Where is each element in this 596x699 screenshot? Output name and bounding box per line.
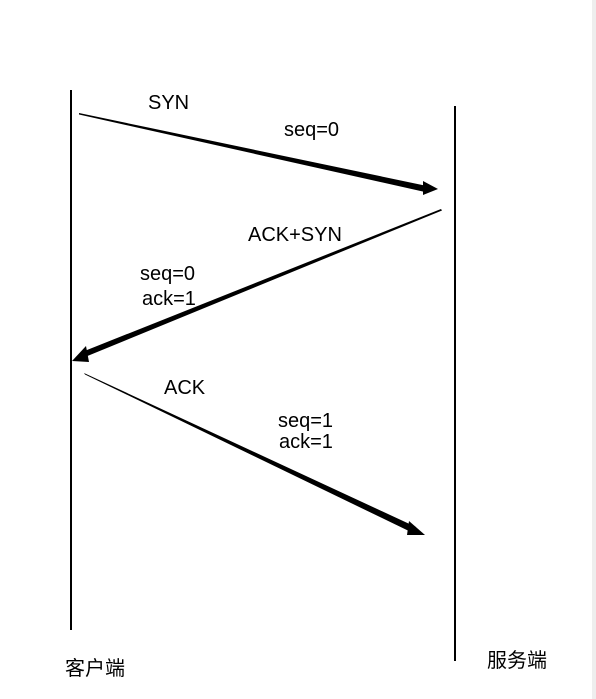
ack-syn-label: ACK+SYN — [248, 224, 342, 246]
syn-arrow — [79, 113, 438, 195]
syn-seq-label: seq=0 — [284, 119, 339, 141]
ack-arrow — [84, 373, 425, 535]
ack-syn-arrow — [72, 209, 442, 362]
ack-syn-ack-label: ack=1 — [142, 288, 196, 310]
ack-seq-label: seq=1 — [278, 410, 333, 432]
server-label: 服务端 — [487, 649, 547, 672]
ack-syn-seq-label: seq=0 — [140, 263, 195, 285]
syn-label: SYN — [148, 92, 189, 114]
right-border — [592, 0, 596, 699]
ack-ack-label: ack=1 — [279, 431, 333, 453]
client-label: 客户端 — [65, 657, 125, 680]
ack-label: ACK — [164, 377, 206, 399]
